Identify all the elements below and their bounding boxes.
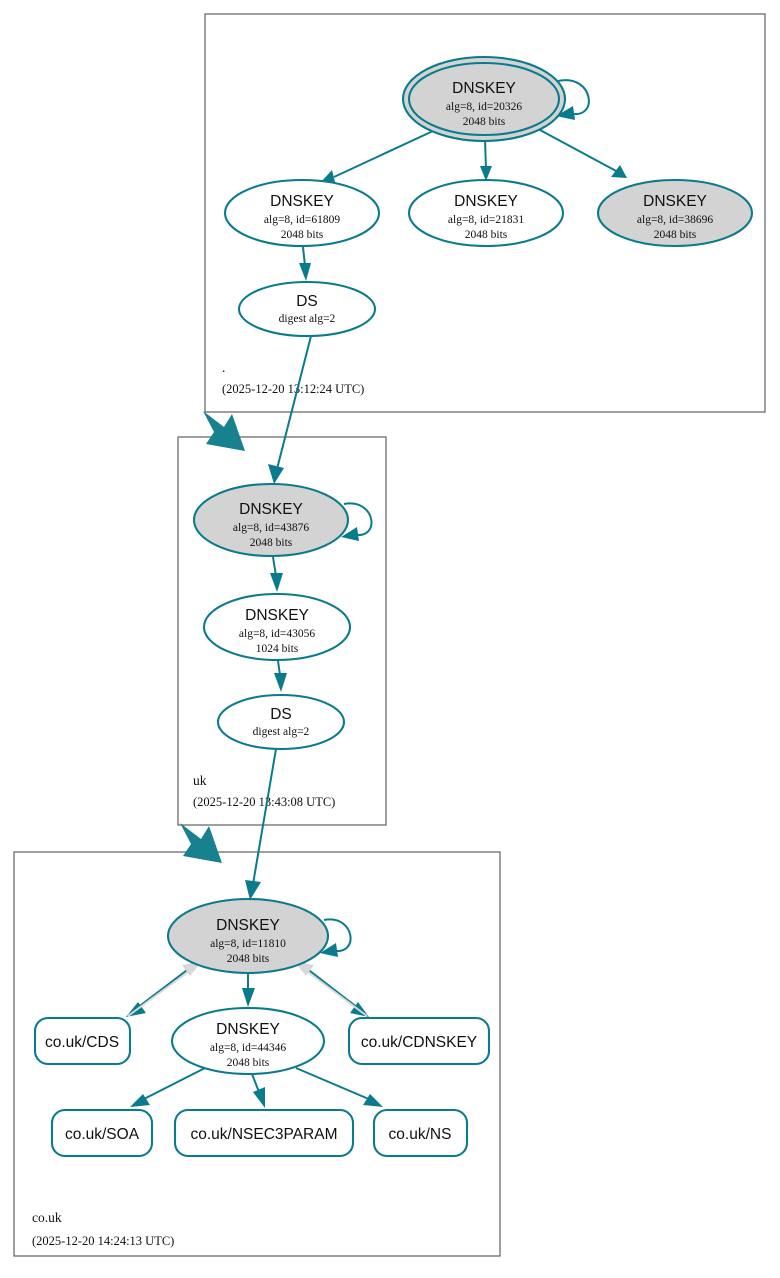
node-subtitle-bits: 2048 bits xyxy=(281,229,324,241)
edge-root-ksk-to-zsk61809 xyxy=(320,130,434,186)
rrset-rect xyxy=(347,1016,491,1066)
node-title: DNSKEY xyxy=(270,193,334,210)
node-subtitle-bits: 2048 bits xyxy=(463,116,506,128)
edge-root-ksk-to-zsk21831 xyxy=(480,137,492,181)
node-subtitle-alg: alg=8, id=43056 xyxy=(239,628,315,640)
node-subtitle-alg: alg=8, id=44346 xyxy=(210,1042,286,1054)
node-couk-ksk-11810[interactable]: DNSKEY alg=8, id=11810 2048 bits xyxy=(166,897,330,975)
node-root-zsk-21831[interactable]: DNSKEY alg=8, id=21831 2048 bits xyxy=(407,178,565,248)
node-root-zsk-61809[interactable]: DNSKEY alg=8, id=61809 2048 bits xyxy=(223,178,381,248)
rrset-label: co.uk/NSEC3PARAM xyxy=(190,1126,337,1143)
node-title: DNSKEY xyxy=(454,193,518,210)
edge-root-ksk-to-zsk38696 xyxy=(539,129,627,178)
node-subtitle-digest: digest alg=2 xyxy=(279,313,336,325)
zone-box-root: . (2025-12-20 13:12:24 UTC) xyxy=(204,13,766,413)
node-subtitle-bits: 2048 bits xyxy=(465,229,508,241)
node-couk-nsec3param[interactable]: co.uk/NSEC3PARAM xyxy=(173,1108,355,1158)
rrset-rect xyxy=(372,1108,469,1158)
node-subtitle-alg: alg=8, id=38696 xyxy=(637,214,713,226)
node-subtitle-digest: digest alg=2 xyxy=(253,726,310,738)
zone-box-rect-couk xyxy=(13,851,501,1257)
edge-uk-ksk-to-zsk xyxy=(270,556,283,592)
edge-couk-cdnskey-to-ksk xyxy=(294,961,368,1017)
node-ellipse xyxy=(223,178,381,248)
node-ellipse xyxy=(166,897,330,975)
node-ellipse xyxy=(202,592,352,662)
node-uk-zsk-43056[interactable]: DNSKEY alg=8, id=43056 1024 bits xyxy=(202,592,352,662)
node-inner-ellipse xyxy=(407,61,561,137)
node-title: DNSKEY xyxy=(239,501,303,518)
node-subtitle-bits: 2048 bits xyxy=(654,229,697,241)
node-ellipse xyxy=(170,1006,326,1076)
zone-label-couk: co.uk xyxy=(32,1210,62,1225)
rrset-rect xyxy=(173,1108,355,1158)
node-title: DNSKEY xyxy=(216,917,280,934)
rrset-label: co.uk/SOA xyxy=(65,1126,140,1143)
edge-couk-ksk-to-zsk xyxy=(242,973,255,1007)
edge-uk-ds-to-couk-ksk xyxy=(245,748,277,900)
zone-box-rect-root xyxy=(204,13,766,413)
zone-label-root: . xyxy=(222,360,225,375)
node-subtitle-alg: alg=8, id=11810 xyxy=(210,938,286,950)
node-subtitle-bits: 2048 bits xyxy=(227,953,270,965)
edge-couk-zsk-to-nsec3param xyxy=(251,1073,265,1108)
edge-root-ds-to-uk-ksk xyxy=(268,335,312,484)
node-couk-cds[interactable]: co.uk/CDS xyxy=(33,1016,132,1066)
edge-uk-zsk-to-ds xyxy=(274,660,287,692)
node-subtitle-alg: alg=8, id=21831 xyxy=(448,214,524,226)
rrset-rect xyxy=(33,1016,132,1066)
node-root-ds-uk[interactable]: DS digest alg=2 xyxy=(237,280,377,338)
node-ellipse xyxy=(216,693,346,751)
zone-box-rect-uk xyxy=(177,436,387,826)
self-loop-uk-ksk xyxy=(341,502,373,541)
node-title: DS xyxy=(270,706,292,723)
node-root-ksk-20326[interactable]: DNSKEY alg=8, id=20326 2048 bits xyxy=(401,55,567,143)
node-subtitle-bits: 2048 bits xyxy=(250,537,293,549)
node-title: DNSKEY xyxy=(452,80,516,97)
zone-date-uk: (2025-12-20 13:43:08 UTC) xyxy=(193,795,335,809)
node-ellipse xyxy=(237,280,377,338)
zone-transition-arrow-root-to-uk xyxy=(203,411,245,451)
edge-couk-cds-to-ksk xyxy=(127,961,202,1017)
zone-date-root: (2025-12-20 13:12:24 UTC) xyxy=(222,382,364,396)
zone-transition-arrow-uk-to-couk xyxy=(180,823,222,863)
node-couk-ns[interactable]: co.uk/NS xyxy=(372,1108,469,1158)
rrset-rect xyxy=(50,1108,154,1158)
node-uk-ds-couk[interactable]: DS digest alg=2 xyxy=(216,693,346,751)
node-ellipse xyxy=(596,178,754,248)
node-couk-zsk-44346[interactable]: DNSKEY alg=8, id=44346 2048 bits xyxy=(170,1006,326,1076)
node-subtitle-bits: 1024 bits xyxy=(256,643,299,655)
node-subtitle-alg: alg=8, id=43876 xyxy=(233,522,309,534)
node-couk-soa[interactable]: co.uk/SOA xyxy=(50,1108,154,1158)
node-subtitle-alg: alg=8, id=20326 xyxy=(446,101,522,113)
node-ellipse xyxy=(407,178,565,248)
edge-couk-zsk-to-ns xyxy=(295,1067,383,1107)
zone-date-couk: (2025-12-20 14:24:13 UTC) xyxy=(32,1234,174,1248)
node-subtitle-alg: alg=8, id=61809 xyxy=(264,214,340,226)
zone-box-couk: co.uk (2025-12-20 14:24:13 UTC) xyxy=(13,851,501,1257)
edge-couk-zsk-to-soa xyxy=(130,1067,206,1107)
self-loop-couk-ksk xyxy=(320,918,352,957)
rrset-label: co.uk/CDS xyxy=(45,1034,119,1051)
self-loop-root-ksk xyxy=(556,79,590,120)
node-subtitle-bits: 2048 bits xyxy=(227,1057,270,1069)
node-title: DNSKEY xyxy=(643,193,707,210)
edge-root-zsk61809-to-ds xyxy=(299,246,311,281)
zone-box-uk: uk (2025-12-20 13:43:08 UTC) xyxy=(177,436,387,826)
node-uk-ksk-43876[interactable]: DNSKEY alg=8, id=43876 2048 bits xyxy=(192,482,350,558)
node-ellipse xyxy=(192,482,350,558)
rrset-label: co.uk/NS xyxy=(389,1126,452,1143)
node-root-zsk-38696[interactable]: DNSKEY alg=8, id=38696 2048 bits xyxy=(596,178,754,248)
node-title: DNSKEY xyxy=(245,607,309,624)
rrset-label: co.uk/CDNSKEY xyxy=(361,1034,477,1051)
node-title: DS xyxy=(296,293,318,310)
zone-label-uk: uk xyxy=(193,773,207,788)
node-title: DNSKEY xyxy=(216,1021,280,1038)
node-couk-cdnskey[interactable]: co.uk/CDNSKEY xyxy=(347,1016,491,1066)
